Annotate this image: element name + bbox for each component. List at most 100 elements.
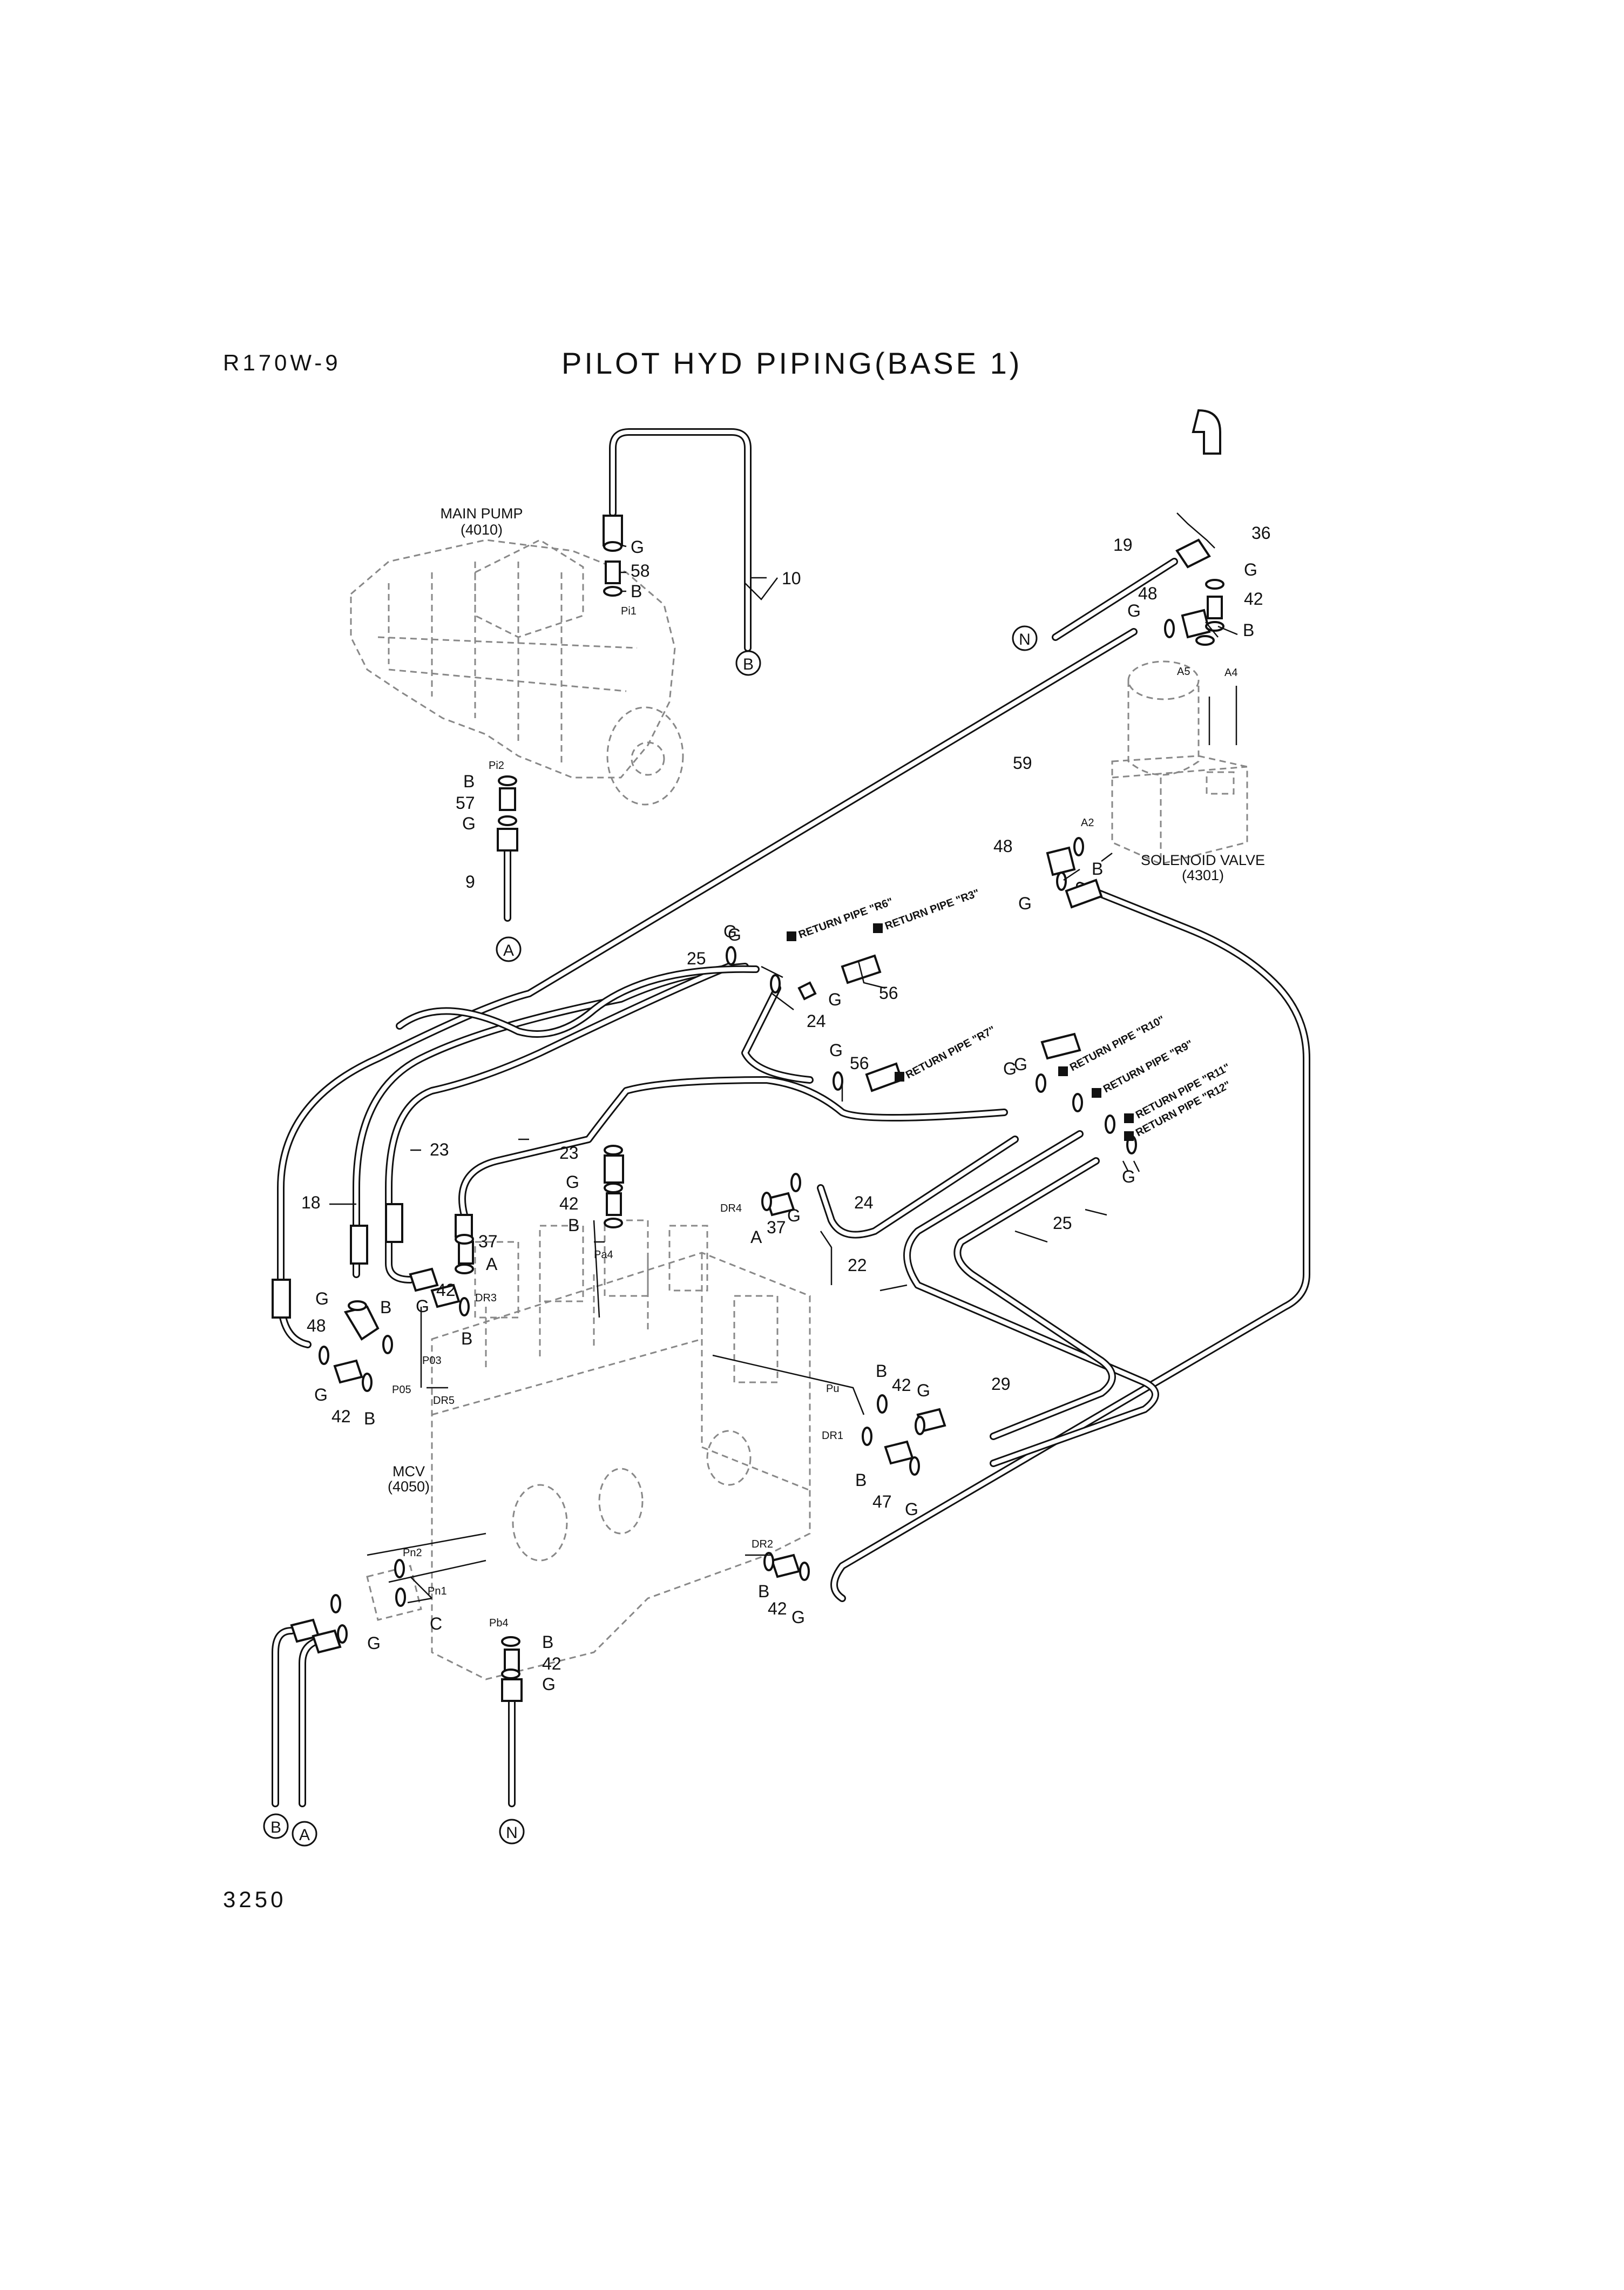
- port-label: Pi1: [621, 605, 637, 617]
- callout: 42: [768, 1599, 787, 1618]
- callout: 42: [436, 1280, 456, 1300]
- callout: 48: [993, 836, 1013, 856]
- callout: B: [855, 1470, 867, 1490]
- return-pipe-r7-label: RETURN PIPE "R7": [904, 1024, 997, 1081]
- callout: G: [1244, 560, 1257, 579]
- callout: 19: [1113, 535, 1133, 555]
- callout: G: [367, 1633, 381, 1653]
- connector-b-top: B: [743, 656, 754, 673]
- return-pipe-labels: RETURN PIPE "R6" RETURN PIPE "R3" RETURN…: [797, 887, 1233, 1139]
- callout: 57: [456, 793, 475, 813]
- main-pump-name: MAIN PUMP: [440, 505, 523, 522]
- main-pump-drawing: [350, 539, 684, 806]
- return-marker-r7: [895, 1072, 904, 1082]
- callout: 48: [307, 1316, 326, 1335]
- callout: G: [1122, 1167, 1135, 1186]
- page-title: PILOT HYD PIPING(BASE 1): [561, 346, 1023, 380]
- port-label: DR4: [720, 1203, 742, 1214]
- callout: A: [486, 1254, 498, 1274]
- return-marker-r10: [1058, 1066, 1068, 1076]
- callout: 42: [559, 1194, 579, 1213]
- callout: G: [728, 925, 741, 944]
- page-number: 3250: [223, 1887, 287, 1912]
- callout: B: [568, 1215, 579, 1235]
- port-label: A5: [1177, 666, 1190, 678]
- port-labels: Pi1 Pi2 A5 A4 A2 DR4 Pa4 DR3 P03 P05 DR5…: [392, 605, 1237, 1629]
- callout: G: [566, 1172, 579, 1192]
- callout: G: [828, 990, 842, 1009]
- port-label: A4: [1224, 667, 1237, 679]
- callout: G: [1014, 1055, 1027, 1074]
- callout: 25: [1053, 1213, 1072, 1233]
- callout: 47: [872, 1492, 892, 1511]
- callout: A: [750, 1227, 762, 1247]
- callout: B: [631, 582, 642, 601]
- mcv-name: MCV: [393, 1463, 425, 1480]
- model-label: R170W-9: [223, 350, 341, 375]
- solenoid-valve-name: SOLENOID VALVE: [1141, 852, 1265, 868]
- callout: 58: [631, 561, 650, 580]
- solenoid-valve-code: (4301): [1182, 867, 1224, 883]
- callout: B: [463, 772, 475, 791]
- callout: B: [758, 1582, 769, 1601]
- port-label: DR2: [752, 1538, 773, 1550]
- connector-a-top: A: [503, 942, 514, 960]
- port-label: Pa4: [594, 1249, 613, 1261]
- return-marker-r11: [1124, 1113, 1134, 1123]
- callout: 42: [331, 1407, 351, 1426]
- callout: 48: [1138, 584, 1158, 603]
- callout: 42: [1244, 589, 1263, 609]
- callout: G: [1003, 1059, 1017, 1078]
- callout: 37: [478, 1232, 498, 1251]
- part-callouts: G 58 B 10 B 57 G 9 19 36 G 48 42 B 59 48…: [301, 523, 1271, 1694]
- return-marker-r6: [787, 931, 796, 941]
- port-label: Pb4: [489, 1617, 509, 1629]
- port-label: Pn2: [403, 1547, 422, 1559]
- callout: 24: [807, 1011, 826, 1031]
- callout: G: [917, 1381, 930, 1400]
- callout: B: [876, 1361, 887, 1381]
- callout: C: [430, 1614, 442, 1633]
- return-pipe-r6-label: RETURN PIPE "R6": [797, 896, 895, 941]
- callout: B: [542, 1632, 553, 1652]
- return-marker-r9: [1092, 1088, 1101, 1098]
- callout: G: [1127, 601, 1141, 620]
- callout: G: [314, 1385, 328, 1404]
- connector-markers: B A N B A N: [263, 625, 1038, 1847]
- connector-n-top: N: [1019, 631, 1031, 649]
- return-marker-r3: [873, 923, 883, 933]
- callout: 23: [430, 1140, 449, 1159]
- connector-b-bottom: B: [270, 1819, 281, 1836]
- o-rings: [319, 541, 1224, 1679]
- callout: 23: [559, 1143, 579, 1163]
- callout: G: [542, 1674, 556, 1694]
- connector-n-bottom: N: [506, 1824, 518, 1842]
- callout: 42: [542, 1654, 561, 1673]
- connector-a-bottom: A: [299, 1826, 310, 1844]
- return-pipe-markers: [787, 923, 1134, 1141]
- callout: 18: [301, 1193, 321, 1212]
- callout: 36: [1251, 523, 1271, 543]
- port-label: DR1: [822, 1430, 843, 1442]
- callout: G: [829, 1041, 843, 1060]
- solenoid-valve-drawing: [1111, 660, 1248, 865]
- mcv-code: (4050): [388, 1478, 430, 1495]
- port-label: P05: [392, 1384, 411, 1396]
- callout: B: [1092, 859, 1103, 879]
- callout: G: [462, 814, 476, 833]
- return-marker-r12: [1124, 1131, 1134, 1141]
- main-pump-code: (4010): [461, 522, 503, 538]
- return-pipe-r3-label: RETURN PIPE "R3": [883, 887, 981, 933]
- callout: 56: [850, 1053, 869, 1073]
- port-label: Pn1: [428, 1585, 447, 1597]
- callout: 42: [892, 1375, 911, 1395]
- port-label: DR3: [475, 1292, 497, 1304]
- callout: 25: [687, 949, 706, 968]
- callout: B: [364, 1409, 375, 1428]
- callout: B: [461, 1329, 472, 1348]
- port-label: A2: [1081, 817, 1094, 829]
- callout: 9: [465, 872, 475, 891]
- callout: G: [416, 1296, 429, 1316]
